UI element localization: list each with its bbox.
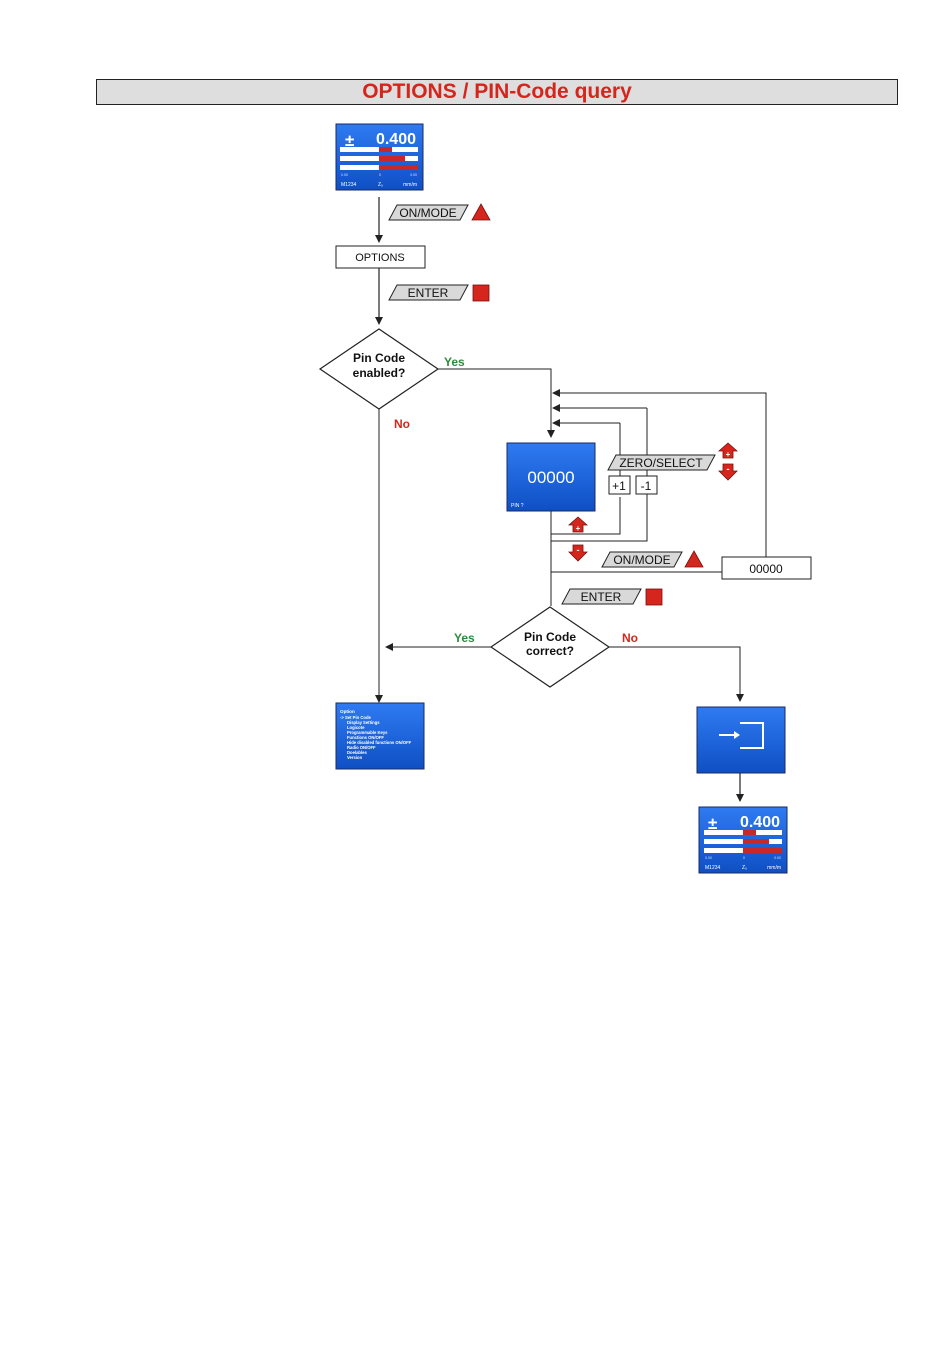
pin-value-box: 00000 bbox=[721, 556, 812, 580]
pin-screen: 00000 PIN ? bbox=[506, 442, 596, 512]
scale-mid: 0 bbox=[379, 173, 381, 177]
decision-1-line1: Pin Code bbox=[353, 351, 405, 365]
plus-arrow-small-icon: + bbox=[567, 516, 589, 533]
svg-text:-: - bbox=[727, 464, 730, 474]
yes-label-1: Yes bbox=[444, 355, 465, 369]
menu-item: Logicote bbox=[347, 725, 365, 730]
menu-item: Doelables bbox=[347, 750, 367, 755]
options-box-label: OPTIONS bbox=[355, 252, 405, 264]
menu-item: Version bbox=[347, 755, 363, 760]
zero-select-label: ZERO/SELECT bbox=[619, 456, 703, 470]
exit-arrow-icon bbox=[719, 722, 764, 749]
decision-2-line2: correct? bbox=[526, 644, 574, 658]
bar-fill-3 bbox=[379, 165, 418, 170]
display-bottom: ± 0.400 0.00 0 0.00 M1234 Z₀ mm/m bbox=[698, 806, 788, 874]
minus-one-label: -1 bbox=[641, 479, 652, 493]
display-unit-2: mm/m bbox=[767, 865, 781, 871]
display-mode: Z₀ bbox=[378, 182, 383, 188]
enter-square-icon-1 bbox=[472, 284, 490, 302]
svg-text:+: + bbox=[726, 450, 731, 459]
scale-left-2: 0.00 bbox=[705, 856, 712, 860]
options-box: OPTIONS bbox=[335, 245, 426, 269]
on-mode-key-1[interactable]: ON/MODE bbox=[388, 204, 469, 221]
decision-1-line2: enabled? bbox=[353, 366, 406, 380]
decision-2-line1: Pin Code bbox=[524, 630, 576, 644]
decision-pin-correct: Pin Code correct? bbox=[489, 606, 611, 688]
enter-label-2: ENTER bbox=[581, 590, 622, 604]
on-mode-key-2[interactable]: ON/MODE bbox=[601, 551, 683, 568]
up-triangle-icon-2 bbox=[684, 550, 704, 568]
page-title: OPTIONS / PIN-Code query bbox=[362, 80, 632, 103]
exit-screen bbox=[696, 706, 786, 774]
menu-item: -> Set Pin Code bbox=[340, 715, 372, 720]
bar-fill-2 bbox=[379, 156, 405, 161]
minus-arrow-small-icon: - bbox=[568, 544, 588, 562]
decision-pin-enabled: Pin Code enabled? bbox=[318, 328, 440, 410]
scale-right-2: 0.00 bbox=[774, 856, 781, 860]
enter-key-1[interactable]: ENTER bbox=[388, 284, 469, 301]
display-unit: mm/m bbox=[403, 182, 417, 188]
title-bar: OPTIONS / PIN-Code query bbox=[96, 79, 898, 105]
menu-item: Radio ON/OFF bbox=[347, 745, 376, 750]
bar-fill-1 bbox=[379, 147, 392, 152]
display-model: M1234 bbox=[341, 182, 357, 188]
minus-one-box[interactable]: -1 bbox=[635, 475, 658, 495]
display-value: 0.400 bbox=[376, 131, 416, 148]
display-sign-2: ± bbox=[708, 814, 717, 833]
display-top: ± 0.400 0.00 0 0.00 M1234 Z₀ mm/m bbox=[335, 123, 424, 191]
display-sign: ± bbox=[345, 131, 354, 150]
bar-fill-3b bbox=[743, 848, 782, 853]
scale-mid-2: 0 bbox=[743, 856, 745, 860]
on-mode-label-2: ON/MODE bbox=[613, 553, 670, 567]
on-mode-label-1: ON/MODE bbox=[399, 206, 456, 220]
pin-screen-caption: PIN ? bbox=[511, 503, 524, 509]
menu-heading: Option bbox=[340, 709, 355, 714]
plus-one-label: +1 bbox=[612, 479, 626, 493]
pin-screen-value: 00000 bbox=[527, 468, 574, 487]
yes-label-2: Yes bbox=[454, 631, 475, 645]
display-mode-2: Z₀ bbox=[742, 865, 747, 871]
bar-fill-2b bbox=[743, 839, 769, 844]
no-label-2: No bbox=[622, 631, 638, 645]
enter-label-1: ENTER bbox=[408, 286, 449, 300]
options-menu-screen: Option -> Set Pin Code Display Settings … bbox=[335, 702, 425, 770]
plus-arrow-icon: + bbox=[717, 442, 739, 459]
display-model-2: M1234 bbox=[705, 865, 721, 871]
enter-key-2[interactable]: ENTER bbox=[561, 588, 642, 605]
svg-text:-: - bbox=[577, 545, 580, 555]
scale-right: 0.00 bbox=[410, 173, 417, 177]
enter-square-icon-2 bbox=[645, 588, 663, 606]
no-label-1: No bbox=[394, 417, 410, 431]
menu-item: Functions ON/OFF bbox=[347, 735, 384, 740]
pin-value-box-label: 00000 bbox=[749, 562, 783, 576]
menu-item: Programmable Keys bbox=[347, 730, 388, 735]
svg-text:+: + bbox=[576, 524, 581, 533]
plus-one-box[interactable]: +1 bbox=[608, 475, 631, 495]
menu-item: Hide disabled functions ON/OFF bbox=[347, 740, 412, 745]
scale-left: 0.00 bbox=[341, 173, 348, 177]
bar-fill-1b bbox=[743, 830, 756, 835]
minus-arrow-icon: - bbox=[718, 463, 738, 481]
zero-select-key[interactable]: ZERO/SELECT bbox=[607, 454, 716, 471]
up-triangle-icon bbox=[471, 203, 491, 221]
menu-item: Display Settings bbox=[347, 720, 380, 725]
display-value-2: 0.400 bbox=[740, 814, 780, 831]
